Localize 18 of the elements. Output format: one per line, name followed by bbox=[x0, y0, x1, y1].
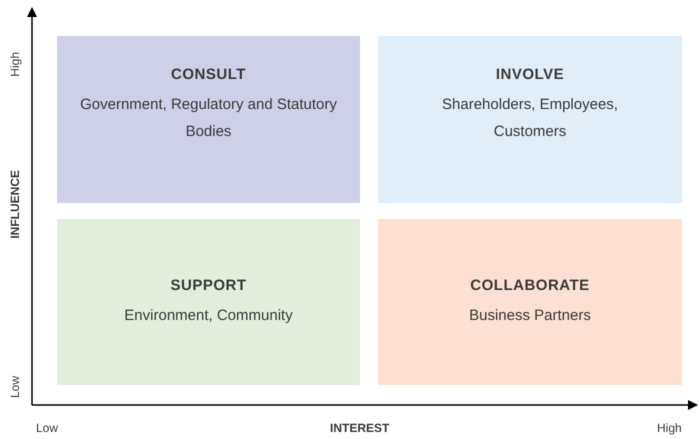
quadrant-box bbox=[57, 36, 360, 203]
quadrant-box bbox=[378, 36, 682, 203]
quadrant-title: SUPPORT bbox=[170, 277, 246, 294]
axis-title: INTEREST bbox=[330, 421, 390, 435]
quadrant-box bbox=[378, 219, 682, 385]
axis-tick-label: High bbox=[657, 421, 682, 435]
axis-tick-label: High bbox=[8, 52, 22, 77]
quadrant-title: CONSULT bbox=[171, 66, 246, 83]
quadrant-description: Business Partners bbox=[468, 306, 592, 326]
quadrant-description: Government, Regulatory and Statutory Bodies bbox=[79, 95, 338, 142]
quadrant-description: Shareholders, Employees, Customers bbox=[441, 95, 619, 142]
axis-tick-label: Low bbox=[36, 421, 58, 435]
axis-title: INFLUENCE bbox=[8, 170, 22, 239]
quadrant-description: Environment, Community bbox=[123, 306, 294, 326]
axis-tick-label: Low bbox=[8, 376, 22, 398]
quadrant-title: COLLABORATE bbox=[470, 277, 590, 294]
quadrant-box bbox=[57, 219, 360, 385]
quadrant-title: INVOLVE bbox=[496, 66, 564, 83]
